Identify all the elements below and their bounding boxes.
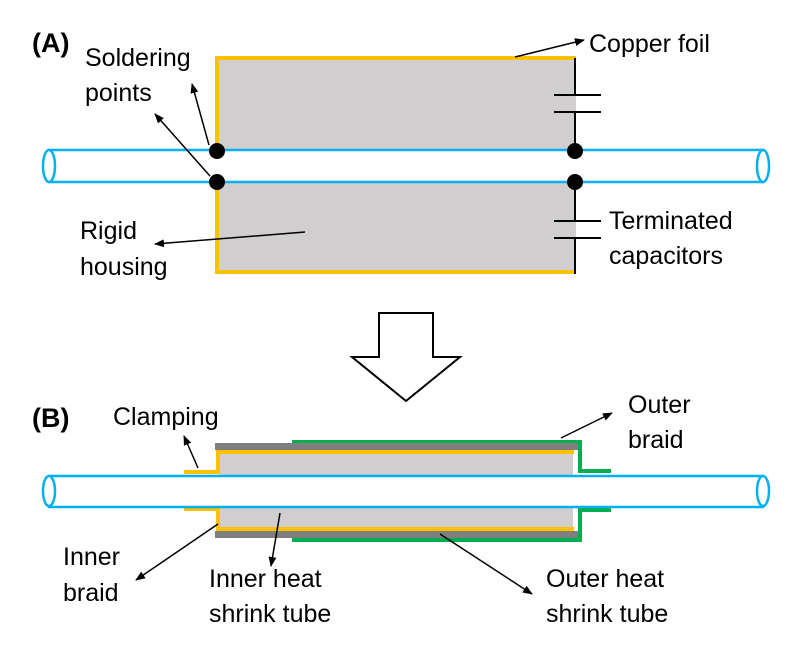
inner-heat-shrink-bottom bbox=[215, 531, 578, 538]
cable-end-left bbox=[41, 474, 57, 508]
arrow-rigid-housing bbox=[154, 231, 306, 248]
panel-a: (A) Soldering points Copper foil Rigi bbox=[32, 28, 771, 281]
arrow-outer-braid bbox=[560, 412, 613, 439]
arrow-soldering-2 bbox=[154, 113, 211, 177]
hollow-down-arrow-icon bbox=[349, 312, 463, 403]
panel-a-label: (A) bbox=[32, 28, 69, 58]
cable-end-right bbox=[755, 148, 771, 184]
insulation-bottom bbox=[219, 508, 573, 527]
inner-braid-bottom bbox=[184, 507, 574, 531]
soldering-point bbox=[567, 174, 583, 190]
inner-braid-top bbox=[184, 450, 574, 474]
arrow-soldering-1 bbox=[190, 83, 210, 146]
insulation-top bbox=[219, 453, 573, 475]
label-capacitors-2: capacitors bbox=[609, 242, 723, 270]
label-inner-tube-1: Inner heat bbox=[209, 565, 322, 593]
panel-b: (B) Clamping Outer braid Inner braid Inn… bbox=[32, 391, 771, 628]
label-outer-tube-2: shrink tube bbox=[546, 600, 668, 628]
label-outer-braid-1: Outer bbox=[628, 391, 691, 419]
soldering-point bbox=[209, 143, 225, 159]
label-soldering-points-2: points bbox=[85, 79, 152, 107]
label-capacitors-1: Terminated bbox=[609, 207, 733, 235]
panel-b-label: (B) bbox=[32, 403, 69, 433]
cable-end-left bbox=[41, 148, 57, 184]
cable-interior bbox=[48, 150, 764, 182]
arrow-outer-heat-shrink bbox=[439, 533, 533, 595]
outer-braid-top bbox=[292, 440, 611, 473]
label-copper-foil: Copper foil bbox=[589, 30, 710, 58]
soldering-point bbox=[209, 174, 225, 190]
outer-braid-bottom bbox=[292, 508, 611, 542]
label-inner-braid-2: braid bbox=[63, 579, 119, 607]
arrow-copper-foil bbox=[514, 38, 585, 58]
arrow-clamping bbox=[183, 435, 199, 469]
label-rigid-housing-2: housing bbox=[80, 253, 168, 281]
inner-heat-shrink-top bbox=[215, 443, 578, 450]
cable-end-right bbox=[755, 474, 771, 508]
label-outer-tube-1: Outer heat bbox=[546, 565, 664, 593]
label-soldering-points-1: Soldering bbox=[85, 44, 191, 72]
arrow-inner-braid bbox=[135, 523, 219, 581]
label-inner-braid-1: Inner bbox=[63, 543, 120, 571]
cable-interior bbox=[48, 476, 764, 507]
label-inner-tube-2: shrink tube bbox=[209, 600, 331, 628]
soldering-point bbox=[567, 143, 583, 159]
label-outer-braid-2: braid bbox=[628, 426, 684, 454]
label-rigid-housing-1: Rigid bbox=[80, 217, 137, 245]
arrow-inner-heat-shrink bbox=[268, 512, 281, 567]
label-clamping: Clamping bbox=[113, 403, 219, 431]
